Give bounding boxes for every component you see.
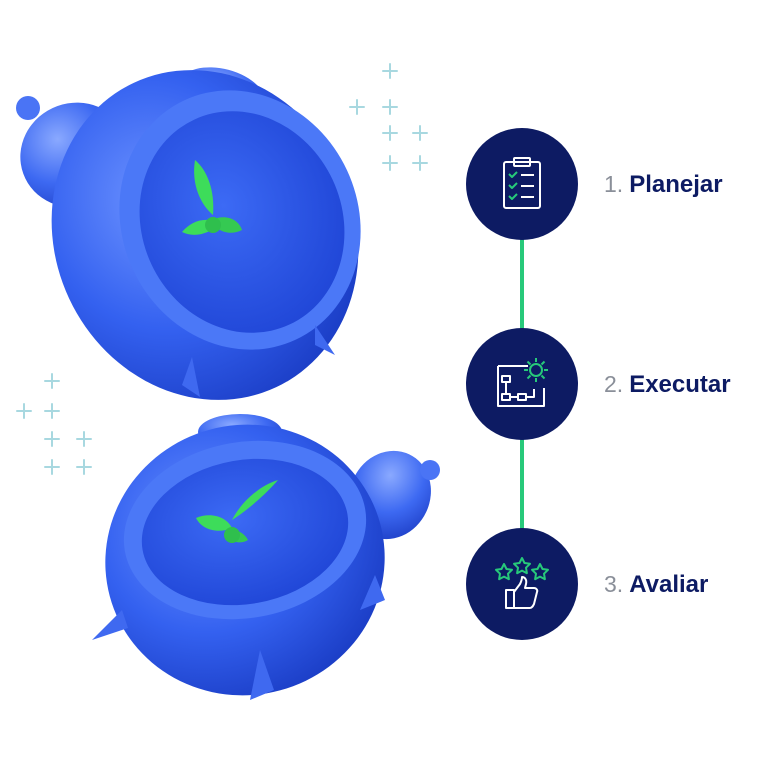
step-1-circle <box>466 128 578 240</box>
step-2-name: Executar <box>629 371 731 398</box>
step-1-name: Planejar <box>629 171 723 198</box>
gear-flowchart-icon <box>497 358 548 407</box>
step-3-name: Avaliar <box>629 571 709 598</box>
top-alarm-clock <box>16 67 361 400</box>
step-2-label: 2. Executar <box>604 371 731 399</box>
step-3-number: 3. <box>604 571 624 597</box>
step-3-label: 3. Avaliar <box>604 571 708 599</box>
step-1-number: 1. <box>604 171 624 197</box>
sparkle-cluster-top <box>349 63 428 171</box>
bottom-alarm-clock <box>92 414 440 700</box>
step-1-label: 1. Planejar <box>604 171 723 199</box>
step-2-circle <box>466 328 578 440</box>
step-2-number: 2. <box>604 371 624 397</box>
clipboard-checklist-icon <box>503 157 541 209</box>
connector-line-2 <box>520 436 524 534</box>
connector-line-1 <box>520 236 524 334</box>
step-3-circle <box>466 528 578 640</box>
stars-thumbs-up-icon <box>495 557 549 609</box>
sparkle-cluster-left <box>16 373 92 475</box>
